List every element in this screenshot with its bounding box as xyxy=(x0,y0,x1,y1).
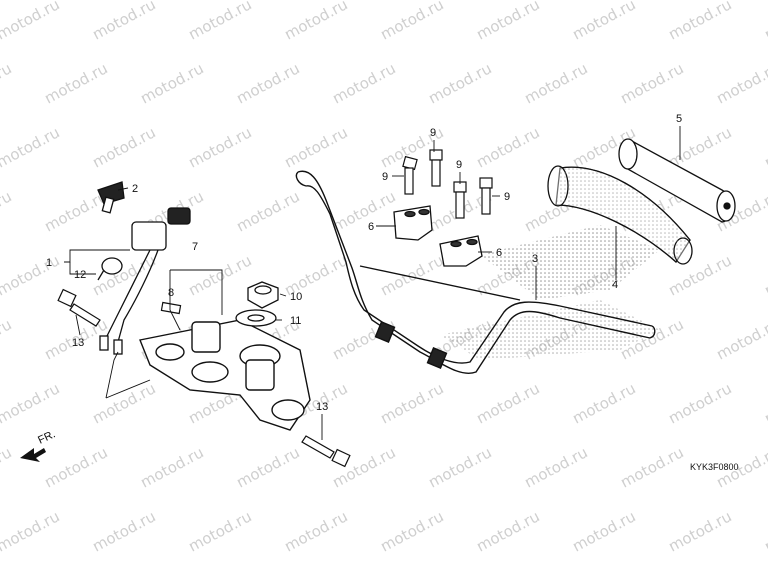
watermark-text: motod.ru xyxy=(521,443,590,491)
watermark-text: motod.ru xyxy=(713,315,768,363)
watermark-text: motod.ru xyxy=(425,443,494,491)
front-direction-arrow: FR. xyxy=(20,428,57,462)
watermark-text: motod.ru xyxy=(569,379,638,427)
watermark-text: motod.ru xyxy=(665,379,734,427)
handlebar-holder-upper xyxy=(393,205,433,241)
callout-9-a: 9 xyxy=(430,127,436,139)
watermark-text: motod.ru xyxy=(377,379,446,427)
callout-9-d: 9 xyxy=(504,191,510,203)
cushion-rubber xyxy=(160,301,182,315)
watermark-text: motod.ru xyxy=(665,507,734,555)
diagram-code: KYK3F0800 xyxy=(690,462,739,472)
callouts: 1 2 3 4 5 6 6 7 8 9 9 9 9 10 11 12 13 13 xyxy=(46,113,682,413)
watermark-text: motod.ru xyxy=(761,251,768,299)
watermark-text: motod.ru xyxy=(473,507,542,555)
callout-2: 2 xyxy=(132,183,138,195)
watermark-text: motod.ru xyxy=(233,59,302,107)
watermark-text: motod.ru xyxy=(377,0,446,44)
watermark-text: motod.ru xyxy=(0,251,63,299)
ignition-switch xyxy=(99,207,191,355)
watermark-text: motod.ru xyxy=(137,59,206,107)
watermark-text: motod.ru xyxy=(665,0,734,44)
watermark-text: motod.ru xyxy=(761,0,768,44)
handlebar-holder-lower xyxy=(439,235,483,267)
top-bridge xyxy=(139,319,311,431)
watermark-text: motod.ru xyxy=(761,123,768,171)
callout-5: 5 xyxy=(676,113,682,125)
stem-washer xyxy=(235,309,277,327)
callout-10: 10 xyxy=(290,291,302,303)
watermark-text: motod.ru xyxy=(89,0,158,44)
watermark-text: motod.ru xyxy=(0,379,63,427)
handlebar-pad xyxy=(618,138,736,223)
callout-12: 12 xyxy=(74,269,86,281)
watermark-layer: motod.ru motod.ru motod.ru motod.ru motod.ru… xyxy=(0,0,768,556)
watermark-text: motod.ru xyxy=(137,443,206,491)
watermark-text: motod.ru xyxy=(0,315,15,363)
watermark-text: motod.ru xyxy=(89,379,158,427)
callout-7: 7 xyxy=(192,241,198,253)
watermark-text: motod.ru xyxy=(233,187,302,235)
watermark-text: motod.ru xyxy=(281,507,350,555)
watermark-text: motod.ru xyxy=(0,0,63,44)
handlebar xyxy=(295,170,656,374)
watermark-text: motod.ru xyxy=(569,0,638,44)
callout-1: 1 xyxy=(46,257,52,269)
watermark-text: motod.ru xyxy=(329,59,398,107)
watermark-text: motod.ru xyxy=(617,443,686,491)
watermark-text: motod.ru xyxy=(617,59,686,107)
wire-clamp xyxy=(97,257,123,281)
watermark-text: motod.ru xyxy=(425,59,494,107)
leader-lines xyxy=(64,126,681,440)
callout-3: 3 xyxy=(532,253,538,265)
watermark-text: motod.ru xyxy=(0,123,63,171)
callout-8: 8 xyxy=(168,287,174,299)
watermark-text: motod.ru xyxy=(329,187,398,235)
watermark-text: motod.ru xyxy=(41,59,110,107)
stem-nut xyxy=(247,281,279,309)
callout-13-left: 13 xyxy=(72,337,84,349)
shading xyxy=(440,225,660,360)
watermark-text: motod.ru xyxy=(713,59,768,107)
watermark-text: motod.ru xyxy=(281,0,350,44)
callout-9-c: 9 xyxy=(456,159,462,171)
watermark-text: motod.ru xyxy=(41,443,110,491)
watermark-text: motod.ru xyxy=(521,59,590,107)
bolt-13-left xyxy=(57,288,101,327)
callout-13-right: 13 xyxy=(316,401,328,413)
watermark-text: motod.ru xyxy=(761,507,768,555)
watermark-text: motod.ru xyxy=(185,251,254,299)
watermark-text: motod.ru xyxy=(473,379,542,427)
watermark-text: motod.ru xyxy=(473,0,542,44)
callout-6-upper: 6 xyxy=(368,221,374,233)
watermark-text: motod.ru xyxy=(281,123,350,171)
grip xyxy=(547,165,693,265)
watermark-text: motod.ru xyxy=(0,507,63,555)
callout-6-lower: 6 xyxy=(496,247,502,259)
watermark-text: motod.ru xyxy=(185,0,254,44)
callout-11: 11 xyxy=(290,315,301,327)
front-label: FR. xyxy=(36,428,57,446)
watermark-text: motod.ru xyxy=(569,507,638,555)
watermark-text: motod.ru xyxy=(761,379,768,427)
watermark-text: motod.ru xyxy=(473,123,542,171)
ignition-key xyxy=(97,181,125,214)
bolt-13-right xyxy=(301,435,351,468)
watermark-text: motod.ru xyxy=(185,507,254,555)
callout-9-b: 9 xyxy=(382,171,388,183)
watermark-text: motod.ru xyxy=(233,443,302,491)
watermark-text: motod.ru xyxy=(185,123,254,171)
watermark-text: motod.ru xyxy=(377,251,446,299)
watermark-text: motod.ru xyxy=(0,443,15,491)
watermark-text: motod.ru xyxy=(0,187,15,235)
callout-4: 4 xyxy=(612,279,618,291)
watermark-text: motod.ru xyxy=(377,507,446,555)
watermark-text: motod.ru xyxy=(89,123,158,171)
watermark-text: motod.ru xyxy=(89,507,158,555)
watermark-text: motod.ru xyxy=(0,59,15,107)
